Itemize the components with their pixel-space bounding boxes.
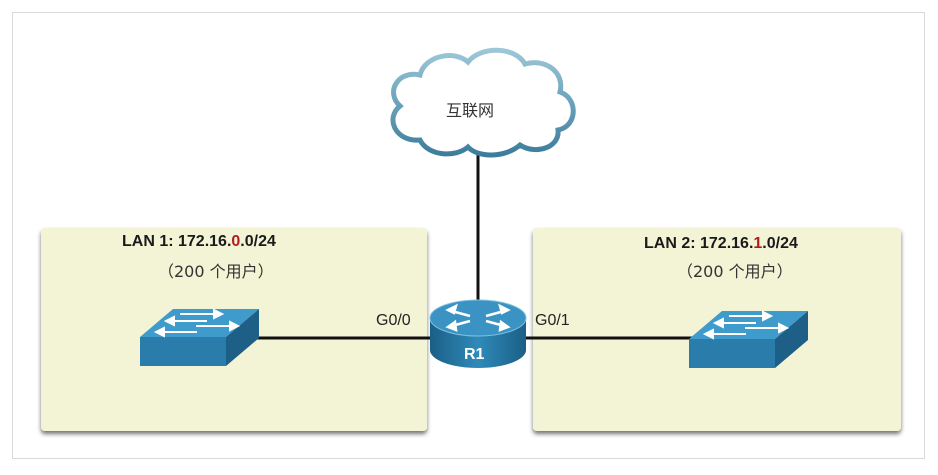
- lan1-title-prefix: LAN 1: 172.16.: [122, 233, 232, 250]
- cloud-icon: [390, 47, 576, 158]
- lan2-title-suffix: .0/24: [762, 235, 798, 252]
- internet-label: 互联网: [446, 101, 495, 120]
- lan2-subnet-highlight: 1: [753, 235, 763, 252]
- switch-icon: [689, 310, 808, 368]
- lan2-users: （200 个用户）: [677, 262, 793, 281]
- lan1-port-label: G0/0: [376, 312, 411, 329]
- lan1-subnet-highlight: 0: [231, 233, 241, 250]
- switch-icon: [140, 308, 259, 366]
- router-icon: [429, 299, 527, 368]
- lan1-users: （200 个用户）: [158, 262, 274, 281]
- lan1-title: LAN 1: 172.16.0.0/24: [122, 233, 276, 251]
- router-label: R1: [464, 346, 485, 363]
- lan2-title: LAN 2: 172.16.1.0/24: [644, 235, 798, 253]
- lan2-port-label: G0/1: [535, 312, 570, 329]
- lan1-title-suffix: .0/24: [240, 233, 276, 250]
- lan2-title-prefix: LAN 2: 172.16.: [644, 235, 754, 252]
